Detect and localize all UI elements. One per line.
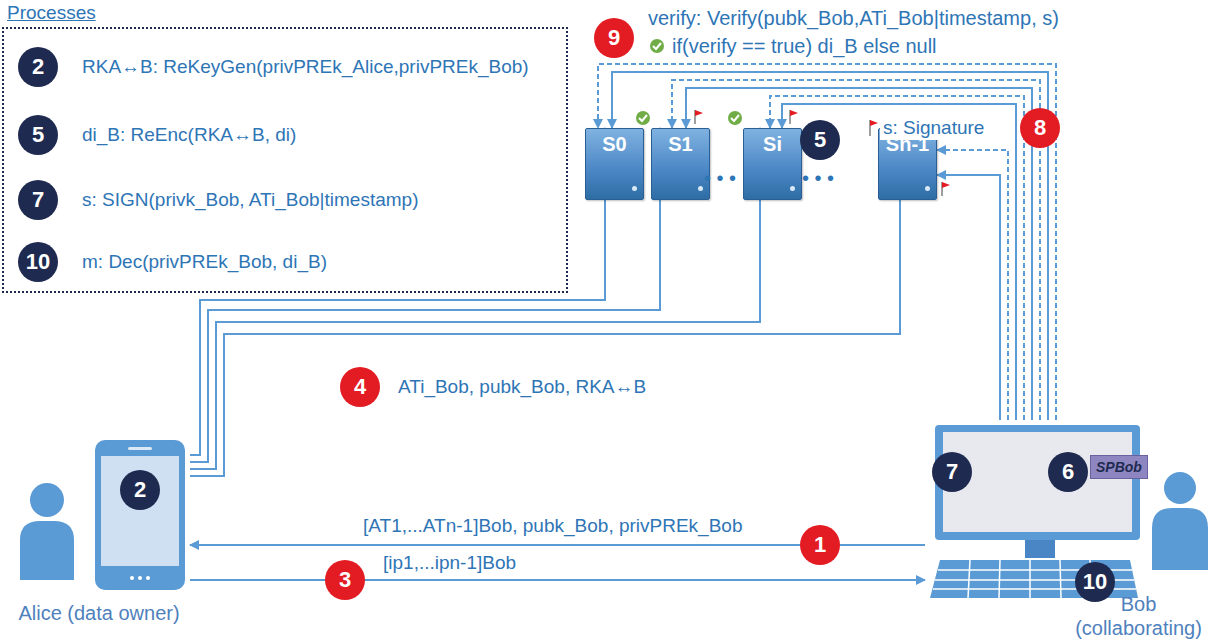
callout-number: 5 bbox=[800, 120, 840, 160]
phone-icon bbox=[95, 440, 185, 590]
callout-number: 1 bbox=[800, 525, 840, 565]
person-icon bbox=[20, 521, 74, 580]
server-box: S1 bbox=[651, 128, 710, 200]
edge-label: [ip1,...ipn-1]Bob bbox=[380, 551, 519, 575]
screen-label: SPBob bbox=[1090, 455, 1148, 479]
device-group: Alice (data owner) bbox=[8, 435, 190, 635]
callout-number: 9 bbox=[594, 18, 634, 58]
callout-number: 5 bbox=[18, 115, 58, 155]
monitor-stand bbox=[1025, 540, 1055, 558]
callout-number: 10 bbox=[18, 242, 58, 282]
dashed-connector bbox=[937, 150, 1008, 420]
edge-label: [AT1,...ATn-1]Bob, pubk_Bob, privPREk_Bo… bbox=[360, 514, 746, 538]
process-step: di_B: ReEnc(RKA↔B, di) bbox=[82, 124, 296, 146]
process-step: s: SIGN(privk_Bob, ATi_Bob|timestamp) bbox=[82, 189, 419, 211]
note-text: • • • bbox=[704, 166, 736, 190]
callout-number: 2 bbox=[18, 47, 58, 87]
note-text: if(verify == true) di_B else null bbox=[672, 34, 937, 58]
phone-speaker bbox=[128, 447, 152, 450]
connector bbox=[782, 104, 1016, 420]
phone-dot bbox=[130, 576, 134, 580]
person-icon bbox=[1152, 508, 1208, 570]
callout-number: 3 bbox=[325, 560, 365, 600]
connector bbox=[190, 128, 660, 462]
callout-number: 8 bbox=[1020, 108, 1060, 148]
callout-number: 2 bbox=[120, 470, 160, 510]
phone-dot bbox=[146, 576, 150, 580]
callout-number: 7 bbox=[18, 180, 58, 220]
process-step: m: Dec(privPREk_Bob, di_B) bbox=[82, 251, 327, 273]
phone-screen bbox=[101, 456, 179, 566]
server-label: S0 bbox=[586, 129, 643, 156]
server-label: Si bbox=[744, 129, 801, 156]
process-panel: ProcessesRKA↔B: ReKeyGen(privPREk_Alice,… bbox=[2, 27, 568, 293]
dashed-connector bbox=[770, 96, 1024, 420]
screen-text: SPBob bbox=[1096, 459, 1142, 475]
server-box: Si bbox=[743, 128, 802, 200]
panel-heading: Processes bbox=[7, 2, 96, 24]
process-step: RKA↔B: ReKeyGen(privPREk_Alice,privPREk_… bbox=[82, 56, 529, 78]
server-label: S1 bbox=[652, 129, 709, 156]
callout-number: 6 bbox=[1048, 452, 1088, 492]
note-text: verify: Verify(pubk_Bob,ATi_Bob|timestam… bbox=[648, 6, 1059, 30]
connector bbox=[612, 72, 1048, 420]
connector bbox=[190, 128, 900, 476]
connector bbox=[190, 128, 760, 469]
phone-dot bbox=[138, 576, 142, 580]
monitor-screen bbox=[943, 432, 1132, 532]
edge-label: ATi_Bob, pubk_Bob, RKA↔B bbox=[395, 375, 649, 399]
connector bbox=[937, 175, 1000, 420]
person-icon bbox=[30, 483, 64, 517]
dashed-connector bbox=[598, 64, 1056, 420]
callout-number: 4 bbox=[340, 367, 380, 407]
person-label: Alice (data owner) bbox=[8, 601, 190, 625]
connector bbox=[190, 579, 925, 581]
server-box: S0 bbox=[585, 128, 644, 200]
note-text: • • • bbox=[802, 166, 834, 190]
callout-number: 7 bbox=[932, 452, 972, 492]
dashed-connector bbox=[672, 80, 1040, 420]
edge-label: s: Signature bbox=[880, 116, 987, 140]
person-icon bbox=[1164, 472, 1196, 504]
connector bbox=[686, 88, 1032, 420]
callout-number: 10 bbox=[1075, 562, 1115, 602]
